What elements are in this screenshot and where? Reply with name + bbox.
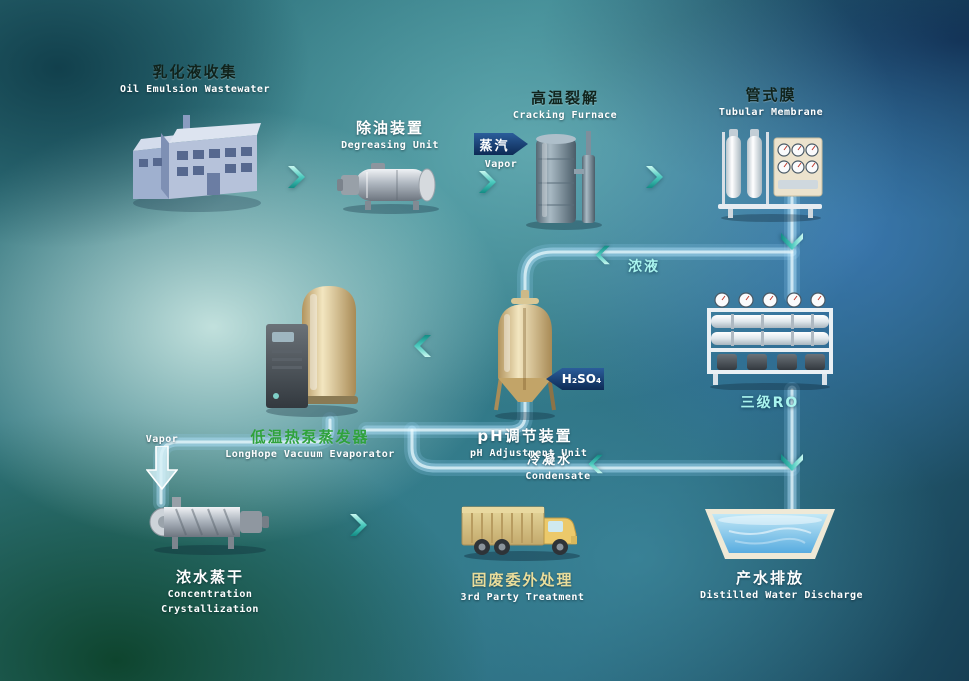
degreasing-label-en: Degreasing Unit — [341, 140, 439, 152]
factory-illustration — [133, 115, 261, 213]
vapor-arrow-tag: 蒸汽 — [474, 133, 528, 155]
discharge-label-en: Distilled Water Discharge — [700, 590, 864, 602]
evaporator-label-zh: 低温热泵蒸发器 — [250, 428, 370, 446]
ro-label-zh: 三级RO — [740, 395, 800, 411]
node-discharge: 产水排放 Distilled Water Discharge — [700, 505, 864, 603]
tubular-membrane-illustration — [718, 129, 823, 223]
ph-label-en: pH Adjustment Unit — [470, 448, 588, 460]
factory-label-zh: 乳化液收集 — [152, 63, 238, 81]
evaporator-illustration — [266, 286, 358, 417]
flow-arrow-ro-to-discharge — [779, 449, 805, 475]
evaporator-vapor-label: Vapor — [145, 434, 179, 445]
truck-label-en: 3rd Party Treatment — [460, 592, 585, 604]
node-evaporator: 低温热泵蒸发器 LongHope Vacuum Evaporator — [225, 280, 395, 462]
membrane-label-en: Tubular Membrane — [718, 107, 824, 119]
acid-tag-label: H₂SO₄ — [561, 372, 602, 386]
node-ph-adjustment: pH调节装置 pH Adjustment Unit — [470, 288, 588, 461]
evaporator-label-en: LongHope Vacuum Evaporator — [225, 449, 395, 461]
crystallizer-label-zh: 浓水蒸干 — [175, 568, 244, 586]
node-ro-unit: 三级RO — [702, 288, 838, 413]
condensate-stream-label-zh: 冷凝水 — [527, 453, 573, 468]
flow-arrow-membrane-to-ro — [779, 228, 805, 254]
crystallizer-label-en-1: Concentration — [167, 589, 253, 601]
factory-label-en: Oil Emulsion Wastewater — [120, 84, 270, 96]
vapor-tag-label: 蒸汽 — [479, 138, 510, 154]
node-degreasing: 除油装置 Degreasing Unit — [330, 118, 450, 215]
cracking-furnace-illustration — [526, 131, 602, 231]
ro-unit-illustration — [707, 292, 833, 390]
acid-arrow-tag: H₂SO₄ — [546, 368, 604, 390]
flow-arrow-concentrate-to-ph — [592, 244, 614, 266]
cracking-label-en: Cracking Furnace — [512, 110, 618, 122]
node-cracking-furnace: 高温裂解 Cracking Furnace — [505, 88, 625, 231]
flow-arrow-degreasing-to-cracking — [474, 169, 500, 195]
crystallizer-illustration — [149, 497, 269, 555]
truck-label-zh: 固废委外处理 — [471, 571, 574, 589]
truck-illustration — [461, 506, 580, 561]
membrane-label-zh: 管式膜 — [745, 86, 797, 104]
vapor-down-arrow-icon — [145, 445, 179, 494]
condensate-stream-label-en: Condensate — [525, 471, 591, 482]
flow-arrow-cracking-to-membrane — [641, 164, 667, 190]
flow-arrow-crystallizer-to-truck — [345, 512, 371, 538]
flow-arrow-condensate — [585, 453, 607, 475]
cracking-label-zh: 高温裂解 — [530, 89, 599, 107]
flow-arrow-factory-to-degreasing — [283, 164, 309, 190]
flow-arrow-ph-to-evaporator — [410, 333, 436, 359]
discharge-label-zh: 产水排放 — [735, 569, 804, 587]
degreasing-label-zh: 除油装置 — [355, 119, 424, 137]
ph-label-zh: pH调节装置 — [477, 427, 573, 445]
vapor-tag-sublabel: Vapor — [484, 159, 518, 170]
crystallizer-label-en-2: Crystallization — [161, 604, 259, 616]
node-factory: 乳化液收集 Oil Emulsion Wastewater — [118, 62, 272, 214]
degreasing-unit-illustration — [337, 163, 439, 215]
node-truck: 固废委外处理 3rd Party Treatment — [450, 500, 595, 605]
ph-reactor-illustration — [494, 290, 556, 420]
node-tubular-membrane: 管式膜 Tubular Membrane — [712, 85, 830, 223]
node-crystallizer: 浓水蒸干 Concentration Crystallization — [140, 495, 280, 617]
discharge-basin-illustration — [705, 509, 835, 559]
concentrate-stream-label: 浓液 — [628, 259, 660, 275]
